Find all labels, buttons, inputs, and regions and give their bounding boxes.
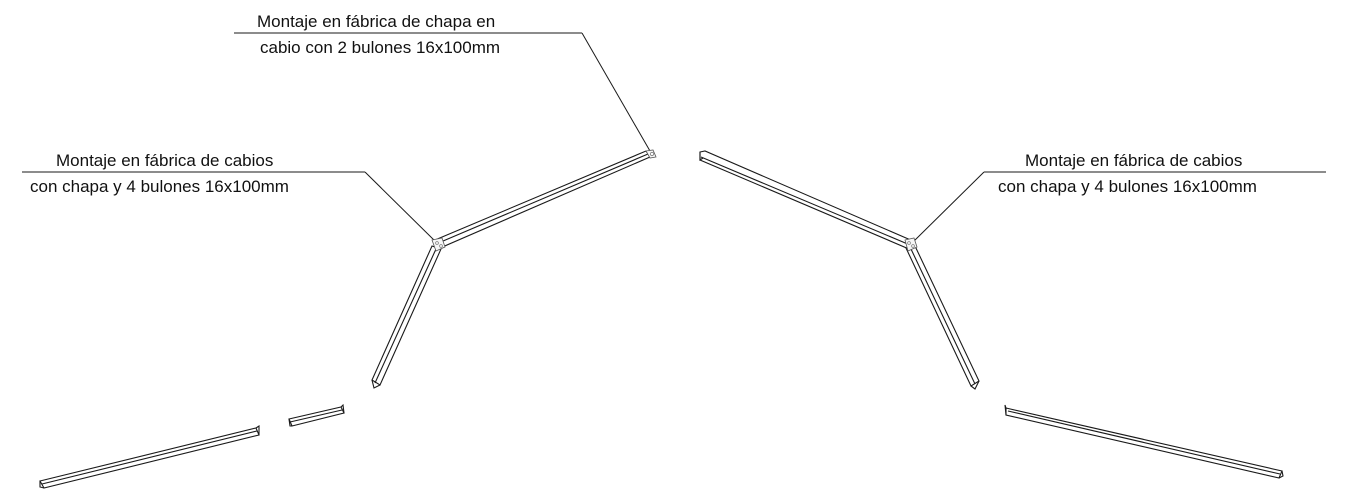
ridge-bolt-icon bbox=[650, 152, 654, 156]
left-upper-rafter-edge bbox=[435, 153, 649, 245]
callout-left-line2: con chapa y 4 bulones 16x100mm bbox=[30, 177, 289, 196]
right-upper-rafter bbox=[699, 150, 914, 250]
loose-short-piece-end bbox=[340, 403, 345, 414]
right-lower-leg-end bbox=[970, 380, 980, 390]
knee-bolt-icon bbox=[911, 244, 915, 248]
loose-beam-bottom-right-edge bbox=[1007, 410, 1281, 475]
callout-top-line1: Montaje en fábrica de chapa en bbox=[257, 12, 495, 31]
knee-plate-right bbox=[904, 237, 918, 252]
loose-beam-bottom-right bbox=[1004, 404, 1284, 479]
loose-beam-bottom-right-start bbox=[1004, 404, 1007, 416]
loose-beam-bottom-left-end bbox=[255, 424, 260, 435]
left-lower-leg bbox=[371, 245, 442, 386]
callout-right-leader bbox=[911, 171, 985, 244]
loose-beam-bottom-left-edge bbox=[41, 430, 258, 485]
callout-top-leader bbox=[581, 32, 651, 152]
knee-bolt-icon bbox=[435, 241, 439, 245]
loose-beam-bottom-right-end bbox=[1278, 470, 1284, 479]
callout-right: Montaje en fábrica de cabios con chapa y… bbox=[911, 151, 1326, 244]
loose-beam-bottom-left-start bbox=[39, 481, 45, 489]
callout-left: Montaje en fábrica de cabios con chapa y… bbox=[22, 151, 438, 244]
right-upper-rafter-edge bbox=[700, 156, 911, 246]
callout-right-line2: con chapa y 4 bulones 16x100mm bbox=[998, 177, 1257, 196]
loose-beam-bottom-left bbox=[39, 424, 260, 489]
right-lower-leg-edge bbox=[910, 248, 976, 385]
knee-bolt-icon bbox=[907, 241, 911, 245]
right-rafter-assembly bbox=[699, 150, 980, 390]
callout-top-line2: cabio con 2 bulones 16x100mm bbox=[260, 38, 500, 57]
loose-short-piece bbox=[288, 403, 345, 427]
callout-right-line1: Montaje en fábrica de cabios bbox=[1025, 151, 1242, 170]
callout-top: Montaje en fábrica de chapa en cabio con… bbox=[234, 12, 651, 152]
loose-short-piece-edge bbox=[289, 409, 343, 423]
left-rafter-assembly bbox=[371, 149, 657, 389]
right-upper-rafter-end bbox=[699, 152, 704, 162]
left-lower-leg-edge bbox=[374, 248, 437, 384]
left-lower-leg-end bbox=[371, 379, 381, 389]
knee-bolt-icon bbox=[439, 244, 443, 248]
left-upper-rafter bbox=[434, 150, 651, 249]
loose-short-piece-body bbox=[288, 406, 345, 427]
callout-left-line1: Montaje en fábrica de cabios bbox=[56, 151, 273, 170]
loose-short-piece-start bbox=[288, 418, 292, 427]
knee-plate-left bbox=[431, 237, 446, 252]
callout-left-leader bbox=[364, 171, 438, 244]
